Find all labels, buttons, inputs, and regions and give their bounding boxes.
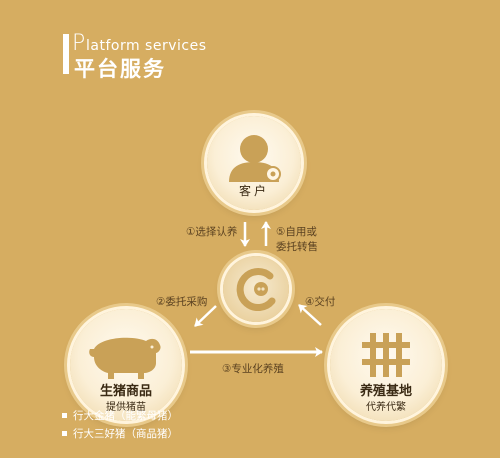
pig-products-label: 生猪商品 [99,384,152,399]
breeding-base-label: 养殖基地 [359,384,412,399]
legend-bullet [62,412,67,418]
step-entrust-purchase: ②委托采购 [156,296,208,308]
pig-products-node: 生猪商品 提供猪苗 [70,309,182,421]
legend-text: 行大金猪（能繁母猪） [73,410,178,422]
legend-bullet [62,430,67,436]
platform-node [223,256,289,322]
title-accent-bar [63,34,69,74]
breeding-base-sublabel: 代养代繁 [366,402,406,413]
subtitle-text: latform services [86,38,207,54]
pig-products-sublabel: 提供猪苗 [106,402,146,413]
step-resell-line1: ⑤自用或 [276,226,317,238]
step-delivery: ④交付 [305,296,336,308]
step-professional-breeding: ③专业化养殖 [222,363,284,375]
pig-icon [89,337,161,379]
page-title: 平台服务 [74,57,166,81]
customer-label: 客户 [238,184,269,198]
arrow-entrust-purchase [194,305,217,327]
legend-text: 行大三好猪（商品猪） [73,428,178,440]
step-resell-line2: 委托转售 [276,241,318,253]
platform-logo-icon [236,268,276,311]
arrow-delivery [298,304,322,326]
user-icon [229,135,281,182]
step-select-adoption: ①选择认养 [186,226,238,238]
breeding-base-node: 养殖基地 代养代繁 [330,309,442,421]
legend-item: 行大金猪（能繁母猪） [62,409,178,423]
subtitle-initial: P [72,31,86,56]
farm-grid-icon [362,333,410,377]
legend-item: 行大三好猪（商品猪） [62,427,178,441]
customer-node: 客户 [207,116,301,210]
